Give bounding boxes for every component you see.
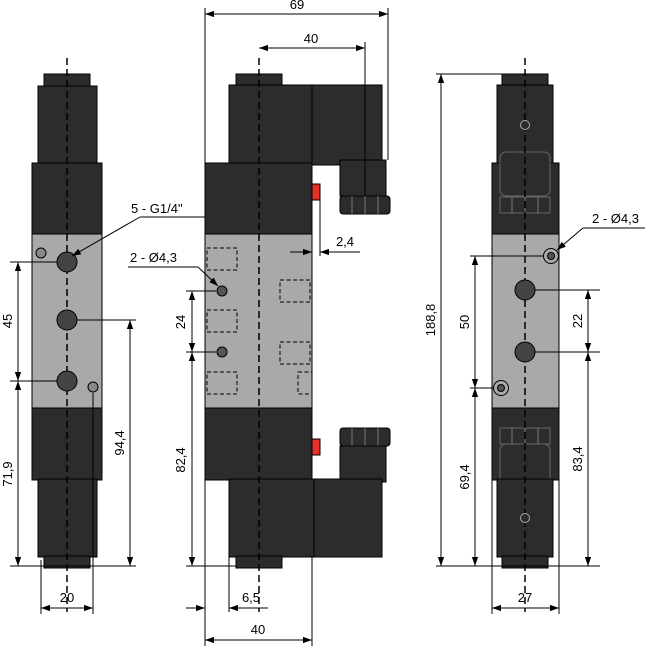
middle-view: 2 - Ø4,3 69 40 2,4 24 82,4 6,5 40 bbox=[128, 0, 391, 646]
mid-hidden-port-f bbox=[297, 371, 313, 395]
mid-top-indicator bbox=[311, 183, 321, 201]
mid-bottom-indicator bbox=[311, 438, 321, 456]
right-top-screw bbox=[520, 120, 530, 130]
dim-24-label: 24 bbox=[173, 315, 188, 329]
left-port-2 bbox=[56, 309, 78, 331]
dim-82-4-label: 82,4 bbox=[173, 447, 188, 472]
right-mount-hole-top-inner bbox=[547, 252, 555, 260]
dim-69-4-label: 69,4 bbox=[457, 464, 472, 489]
dim-188-8-label: 188,8 bbox=[423, 304, 438, 337]
mid-bottom-connector bbox=[311, 478, 383, 558]
dim-50-label: 50 bbox=[457, 315, 472, 329]
left-port-3 bbox=[56, 370, 78, 392]
dim-71-9-label: 71,9 bbox=[0, 461, 15, 486]
ports-callout-label: 5 - G1/4" bbox=[131, 201, 183, 216]
dim-22-label: 22 bbox=[570, 314, 585, 328]
right-bottom-screw bbox=[520, 513, 530, 523]
dim-6-5-label: 6,5 bbox=[242, 590, 260, 605]
right-port-1 bbox=[514, 279, 536, 301]
dim-27-label: 27 bbox=[518, 590, 532, 605]
right-port-2 bbox=[514, 341, 536, 363]
dim-2-4-label: 2,4 bbox=[336, 234, 354, 249]
mid-top-coil bbox=[228, 84, 315, 166]
mid-mount-hole-bottom bbox=[216, 346, 228, 358]
right-holes-label: 2 - Ø4,3 bbox=[592, 211, 639, 226]
mid-hidden-port-a bbox=[206, 247, 238, 271]
dim-83-4-label: 83,4 bbox=[570, 446, 585, 471]
dim-94-4-label: 94,4 bbox=[112, 430, 127, 455]
dim-40-top-label: 40 bbox=[304, 31, 318, 46]
mid-bottom-plug bbox=[339, 445, 387, 483]
right-mount-hole-bottom-inner bbox=[497, 384, 505, 392]
left-view: 5 - G1/4" 45 71,9 94,4 20 bbox=[0, 58, 210, 614]
right-view: 2 - Ø4,3 188,8 50 69,4 22 83,4 27 bbox=[423, 58, 645, 614]
mid-hidden-port-c bbox=[206, 371, 238, 395]
dim-40-bottom-label: 40 bbox=[251, 622, 265, 637]
ports-callout-arrow bbox=[71, 216, 141, 257]
mid-holes-arrow bbox=[197, 266, 219, 287]
left-small-hole-top bbox=[35, 247, 47, 259]
mid-bottom-coil bbox=[228, 478, 315, 558]
dim-69-label: 69 bbox=[290, 0, 304, 12]
right-holes-arrow bbox=[556, 227, 584, 251]
left-small-hole-bottom bbox=[87, 381, 99, 393]
mid-hidden-port-e bbox=[279, 341, 311, 365]
mid-hidden-port-d bbox=[279, 279, 311, 303]
mid-top-plug bbox=[339, 159, 387, 197]
mid-holes-label: 2 - Ø4,3 bbox=[130, 250, 177, 265]
dim-45-label: 45 bbox=[0, 314, 15, 328]
mid-top-connector bbox=[311, 84, 383, 166]
mid-hidden-port-b bbox=[206, 309, 238, 333]
mid-mount-hole-top bbox=[216, 285, 228, 297]
dim-20-label: 20 bbox=[60, 590, 74, 605]
